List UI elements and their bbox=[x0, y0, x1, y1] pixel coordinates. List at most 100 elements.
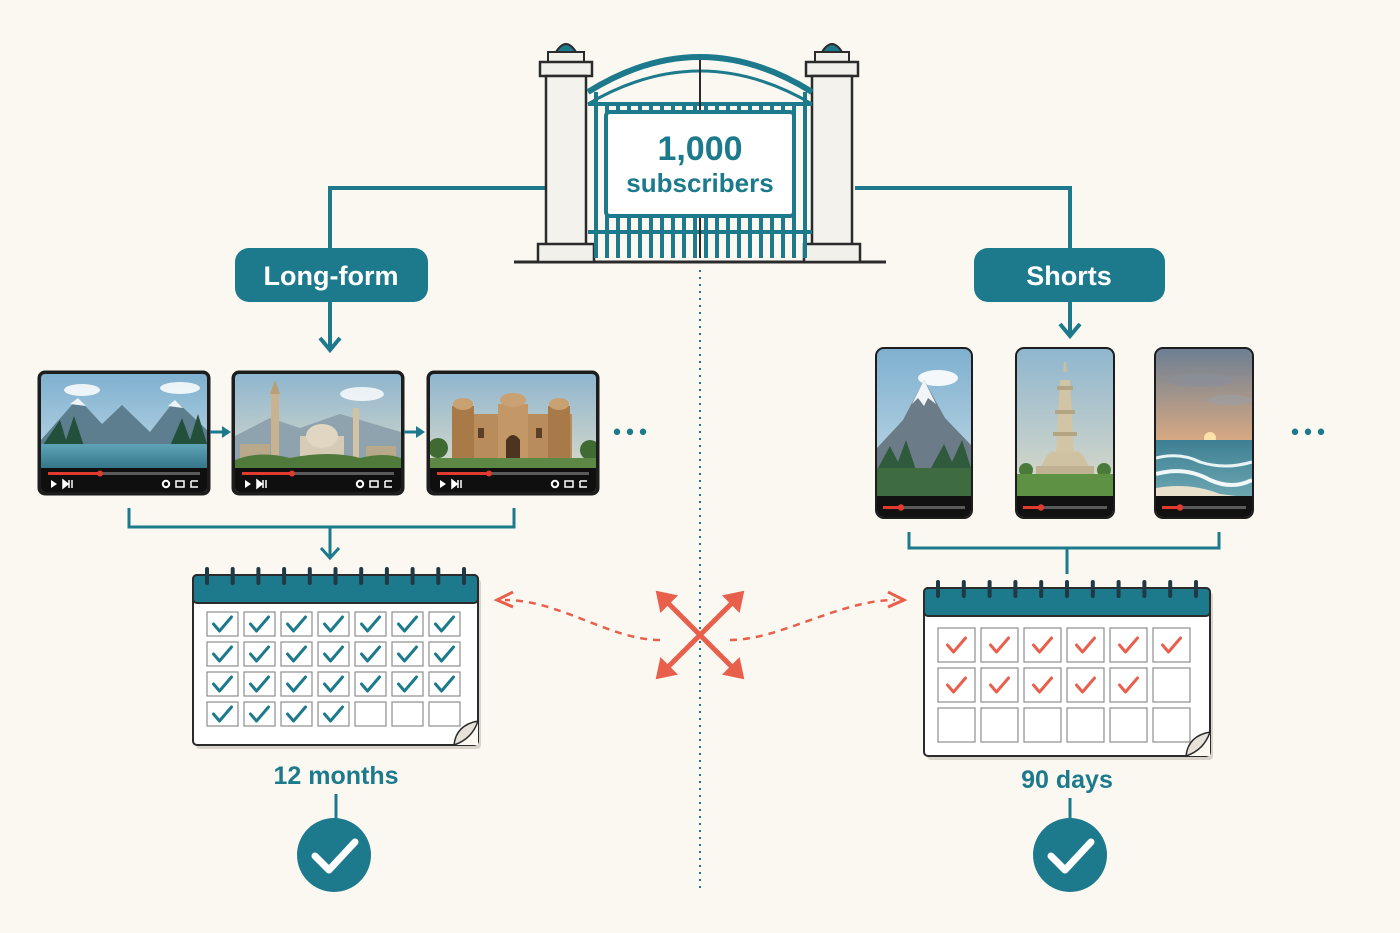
calendar-check-icon bbox=[989, 636, 1010, 654]
calendar-check-icon bbox=[286, 675, 307, 693]
fort-video[interactable] bbox=[426, 370, 600, 496]
gate-connectors bbox=[328, 186, 1072, 250]
cross-arrows-icon bbox=[655, 590, 745, 680]
calendar-day-cell bbox=[280, 641, 313, 667]
check-circle-icon bbox=[297, 818, 371, 892]
calendar-day-cell bbox=[391, 671, 424, 697]
calendar-day-cell bbox=[1023, 707, 1062, 743]
calendar-check-icon bbox=[212, 645, 233, 663]
minar-tower-short[interactable] bbox=[1015, 347, 1115, 519]
calendar-check-icon bbox=[212, 705, 233, 723]
calendar-check-icon bbox=[397, 615, 418, 633]
calendar-check-icon bbox=[249, 645, 270, 663]
calendar-day-cell bbox=[206, 701, 239, 727]
calendar-check-icon bbox=[212, 615, 233, 633]
calendar-day-cell bbox=[937, 707, 976, 743]
calendar-day-cell bbox=[1152, 707, 1191, 743]
no-transfer-indicator bbox=[493, 590, 908, 680]
calendar-day-cell bbox=[1023, 667, 1062, 703]
dashed-arrow-left bbox=[504, 598, 661, 642]
calendar-check-icon bbox=[323, 645, 344, 663]
calendar-check-icon bbox=[1032, 636, 1053, 654]
calendar-day-cell bbox=[428, 641, 461, 667]
dashed-arrow-right bbox=[729, 598, 896, 642]
long-form-period-label: 12 months bbox=[273, 762, 398, 790]
calendar-day-cell bbox=[391, 641, 424, 667]
calendar-check-icon bbox=[397, 675, 418, 693]
mountain-lake-video[interactable] bbox=[37, 370, 211, 496]
calendar-check-icon bbox=[434, 615, 455, 633]
calendar-day-cell bbox=[428, 701, 461, 727]
long-form-status bbox=[297, 794, 371, 892]
long-form-calendar bbox=[192, 567, 481, 749]
check-circle-icon bbox=[1033, 818, 1107, 892]
ocean-waves-short[interactable] bbox=[1154, 347, 1254, 519]
calendar-day-cell bbox=[354, 671, 387, 697]
calendar-check-icon bbox=[989, 676, 1010, 694]
calendar-check-icon bbox=[1161, 636, 1182, 654]
calendar-day-cell bbox=[428, 671, 461, 697]
calendar-check-icon bbox=[323, 615, 344, 633]
calendar-day-cell bbox=[1109, 627, 1148, 663]
mountain-peak-short[interactable] bbox=[875, 347, 973, 519]
calendar-check-icon bbox=[212, 675, 233, 693]
calendar-day-cell bbox=[280, 671, 313, 697]
calendar-day-cell bbox=[280, 611, 313, 637]
calendar-check-icon bbox=[1118, 636, 1139, 654]
calendar-day-cell bbox=[1066, 707, 1105, 743]
shorts-status bbox=[1033, 798, 1107, 892]
long-form-pill: Long-form bbox=[235, 248, 428, 302]
calendar-day-cell bbox=[1066, 627, 1105, 663]
calendar-day-cell bbox=[354, 701, 387, 727]
shorts-more-indicator: ••• bbox=[1289, 421, 1328, 446]
calendar-day-cell bbox=[317, 611, 350, 637]
calendar-day-cell bbox=[280, 701, 313, 727]
calendar-check-icon bbox=[286, 645, 307, 663]
calendar-check-icon bbox=[434, 645, 455, 663]
calendar-check-icon bbox=[946, 676, 967, 694]
shorts-pill: Shorts bbox=[974, 248, 1165, 302]
calendar-day-cell bbox=[354, 641, 387, 667]
calendar-day-cell bbox=[937, 627, 976, 663]
calendar-check-icon bbox=[1118, 676, 1139, 694]
calendar-check-icon bbox=[249, 705, 270, 723]
calendar-day-cell bbox=[937, 667, 976, 703]
calendar-day-cell bbox=[206, 671, 239, 697]
calendar-check-icon bbox=[1075, 676, 1096, 694]
calendar-check-icon bbox=[360, 615, 381, 633]
calendar-check-icon bbox=[946, 636, 967, 654]
calendar-day-cell bbox=[354, 611, 387, 637]
calendar-check-icon bbox=[286, 705, 307, 723]
pill-down-arrows bbox=[318, 302, 1082, 354]
gate-sign bbox=[604, 110, 796, 218]
calendar-day-cell bbox=[980, 627, 1019, 663]
calendar-check-icon bbox=[397, 645, 418, 663]
gate-right-pillar bbox=[802, 43, 862, 264]
calendar-check-icon bbox=[323, 675, 344, 693]
long-form-bracket bbox=[127, 508, 516, 561]
shorts-calendar bbox=[923, 580, 1213, 760]
calendar-check-icon bbox=[360, 645, 381, 663]
calendar-day-cell bbox=[1066, 667, 1105, 703]
calendar-day-cell bbox=[243, 701, 276, 727]
calendar-check-icon bbox=[360, 675, 381, 693]
calendar-day-cell bbox=[428, 611, 461, 637]
gate-count: 1,000 bbox=[657, 130, 742, 168]
calendar-day-cell bbox=[1152, 627, 1191, 663]
calendar-day-cell bbox=[317, 641, 350, 667]
calendar-day-cell bbox=[1152, 667, 1191, 703]
calendar-check-icon bbox=[1075, 636, 1096, 654]
calendar-day-cell bbox=[317, 701, 350, 727]
calendar-day-cell bbox=[206, 611, 239, 637]
calendar-day-cell bbox=[243, 671, 276, 697]
calendar-day-cell bbox=[391, 701, 424, 727]
mosque-city-video[interactable] bbox=[231, 370, 405, 496]
calendar-check-icon bbox=[249, 615, 270, 633]
calendar-day-cell bbox=[243, 611, 276, 637]
calendar-day-cell bbox=[391, 611, 424, 637]
calendar-check-icon bbox=[286, 615, 307, 633]
gate-unit: subscribers bbox=[626, 168, 773, 198]
calendar-check-icon bbox=[323, 705, 344, 723]
